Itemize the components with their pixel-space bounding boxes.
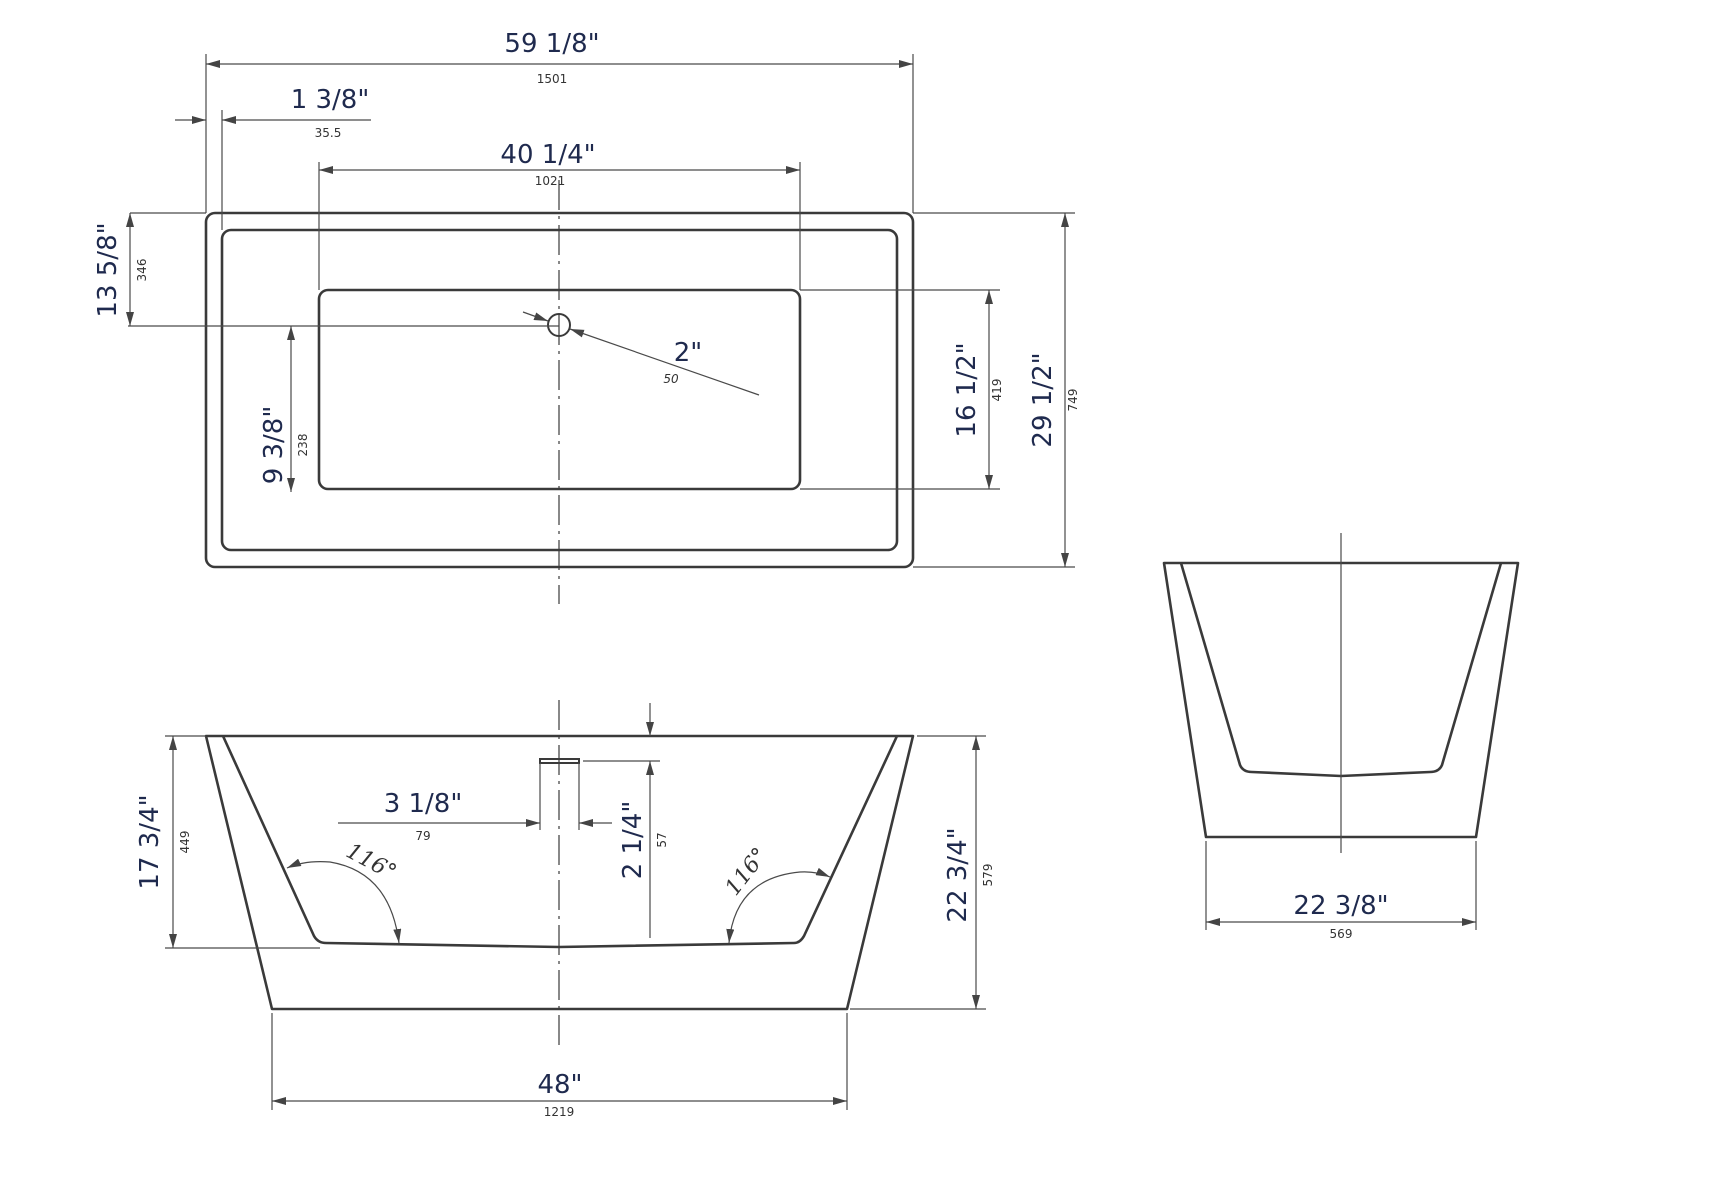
dim-overflow-depth: 2 1/4" 57 bbox=[583, 703, 669, 938]
dim-floor-width: 16 1/2" 419 bbox=[800, 289, 1004, 490]
tub-side-outer-shell bbox=[204, 734, 915, 1011]
overflow-icon bbox=[539, 758, 580, 764]
dim-floor-length-mm: 1021 bbox=[535, 174, 566, 188]
dim-drain-to-floor: 9 3/8" 238 bbox=[259, 326, 310, 492]
dim-interior-depth-inch: 17 3/4" bbox=[135, 794, 165, 889]
dim-overall-height-mm: 579 bbox=[981, 864, 995, 887]
dim-overflow-width: 3 1/8" 79 bbox=[338, 789, 612, 843]
dim-overflow-width-inch: 3 1/8" bbox=[384, 789, 463, 819]
dim-right-angle: 116° bbox=[721, 843, 831, 944]
dim-floor-width-mm: 419 bbox=[990, 379, 1004, 402]
dim-floor-width-inch: 16 1/2" bbox=[952, 342, 982, 437]
tub-end-outer-shell bbox=[1162, 561, 1520, 839]
dim-drain-diameter-mm: 50 bbox=[663, 372, 679, 386]
dim-overflow-width-mm: 79 bbox=[415, 829, 430, 843]
side-view: 17 3/4" 449 3 1/8" 79 2 1/4" 57 116° 116… bbox=[135, 700, 995, 1119]
dim-base-length: 48" 1219 bbox=[271, 1013, 848, 1119]
dim-left-angle: 116° bbox=[286, 839, 402, 944]
dim-floor-length-inch: 40 1/4" bbox=[500, 140, 595, 170]
dim-end-base-width-inch: 22 3/8" bbox=[1293, 891, 1388, 921]
dim-overall-height: 22 3/4" 579 bbox=[850, 735, 995, 1010]
dim-drain-to-floor-inch: 9 3/8" bbox=[259, 406, 289, 485]
dim-drain-offset-mm: 346 bbox=[135, 259, 149, 282]
dim-interior-depth: 17 3/4" 449 bbox=[135, 735, 320, 949]
top-view: 59 1/8" 1501 1 3/8" 35.5 40 1/4" 1021 13… bbox=[93, 29, 1080, 604]
drain-icon bbox=[547, 313, 571, 337]
dim-drain-offset: 13 5/8" 346 bbox=[93, 212, 559, 327]
end-view: 22 3/8" 569 bbox=[1162, 533, 1520, 941]
dim-rim-width-inch: 1 3/8" bbox=[291, 85, 370, 115]
dim-rim-width: 1 3/8" 35.5 bbox=[175, 85, 371, 230]
dim-overall-length-inch: 59 1/8" bbox=[504, 29, 599, 59]
tub-side-inner-basin bbox=[221, 735, 899, 949]
dim-overall-height-inch: 22 3/4" bbox=[943, 827, 973, 922]
dim-drain-diameter-inch: 2" bbox=[674, 338, 703, 368]
dim-drain-diameter: 2" 50 bbox=[522, 311, 760, 396]
dim-left-angle-value: 116° bbox=[342, 839, 401, 886]
dim-overflow-depth-inch: 2 1/4" bbox=[618, 801, 648, 880]
dim-rim-width-mm: 35.5 bbox=[315, 126, 342, 140]
dim-base-length-mm: 1219 bbox=[544, 1105, 575, 1119]
dim-overall-length-mm: 1501 bbox=[537, 72, 568, 86]
dim-overall-width-mm: 749 bbox=[1066, 389, 1080, 412]
dim-overall-width: 29 1/2" 749 bbox=[913, 212, 1080, 568]
dim-overall-width-inch: 29 1/2" bbox=[1028, 352, 1058, 447]
dim-overall-length: 59 1/8" 1501 bbox=[205, 29, 914, 213]
dim-drain-offset-inch: 13 5/8" bbox=[93, 222, 123, 317]
dim-end-base-width: 22 3/8" 569 bbox=[1205, 841, 1477, 941]
dim-end-base-width-mm: 569 bbox=[1330, 927, 1353, 941]
dim-interior-depth-mm: 449 bbox=[178, 831, 192, 854]
dim-overflow-depth-mm: 57 bbox=[655, 832, 669, 847]
dim-drain-to-floor-mm: 238 bbox=[296, 434, 310, 457]
dim-base-length-inch: 48" bbox=[537, 1070, 582, 1100]
dim-floor-length: 40 1/4" 1021 bbox=[318, 140, 801, 290]
dim-right-angle-value: 116° bbox=[721, 843, 773, 900]
